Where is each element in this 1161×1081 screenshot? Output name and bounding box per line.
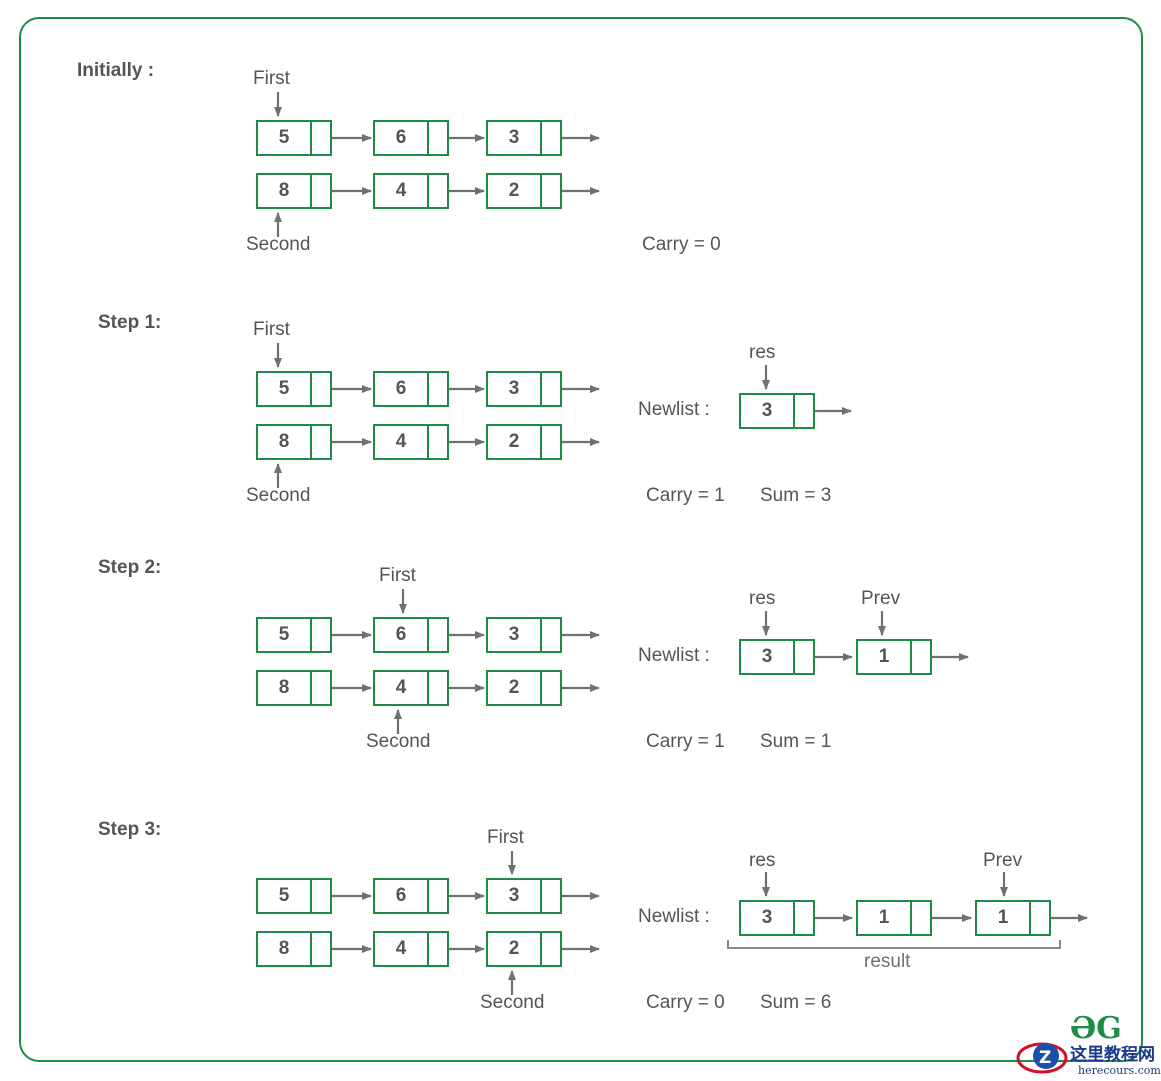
newlist-node: 1: [975, 900, 1051, 936]
section-label-step3: Step 3:: [98, 819, 162, 840]
gfg-logo: ƏG: [1070, 1011, 1122, 1046]
watermark-text-cn: 这里教程网: [1070, 1044, 1155, 1065]
list1-node: 6: [373, 371, 449, 407]
list1-node: 5: [256, 878, 332, 914]
list2-node: 4: [373, 424, 449, 460]
list2-node: 8: [256, 931, 332, 967]
sum-status: Sum = 6: [760, 992, 832, 1013]
first-pointer-label: First: [379, 565, 416, 586]
first-pointer-label: First: [253, 68, 290, 89]
res-pointer-label: res: [749, 588, 776, 609]
list1-node: 5: [256, 371, 332, 407]
list2-node: 2: [486, 670, 562, 706]
newlist-node: 3: [739, 639, 815, 675]
watermark-text-en: herecours.com: [1078, 1064, 1161, 1077]
res-pointer-label: res: [749, 850, 776, 871]
result-bracket: [727, 940, 1061, 949]
list1-node: 6: [373, 617, 449, 653]
list2-node: 4: [373, 931, 449, 967]
list1-node: 5: [256, 120, 332, 156]
first-pointer-label: First: [487, 827, 524, 848]
newlist-node: 1: [856, 639, 932, 675]
list1-node: 3: [486, 617, 562, 653]
res-pointer-label: res: [749, 342, 776, 363]
section-label-step1: Step 1:: [98, 312, 162, 333]
prev-pointer-label: Prev: [861, 588, 901, 609]
carry-status: Carry = 0: [642, 234, 721, 255]
list2-node: 8: [256, 670, 332, 706]
newlist-node: 3: [739, 900, 815, 936]
list1-node: 3: [486, 878, 562, 914]
carry-status: Carry = 1: [646, 485, 725, 506]
prev-pointer-label: Prev: [983, 850, 1023, 871]
second-pointer-label: Second: [480, 992, 545, 1013]
second-pointer-label: Second: [366, 731, 431, 752]
watermark-logo: ƏG Z 这里教程网 herecours.com: [1016, 1011, 1161, 1077]
newlist-label: Newlist :: [638, 645, 710, 666]
newlist-node: 3: [739, 393, 815, 429]
result-label: result: [864, 951, 911, 972]
carry-status: Carry = 0: [646, 992, 725, 1013]
second-pointer-label: Second: [246, 234, 311, 255]
sum-status: Sum = 3: [760, 485, 832, 506]
newlist-label: Newlist :: [638, 399, 710, 420]
list2-node: 2: [486, 931, 562, 967]
list1-node: 5: [256, 617, 332, 653]
diagram-frame: [19, 17, 1143, 1062]
newlist-node: 1: [856, 900, 932, 936]
newlist-label: Newlist :: [638, 906, 710, 927]
list1-node: 3: [486, 120, 562, 156]
section-label-step2: Step 2:: [98, 557, 162, 578]
first-pointer-label: First: [253, 319, 290, 340]
list2-node: 4: [373, 670, 449, 706]
list1-node: 6: [373, 120, 449, 156]
second-pointer-label: Second: [246, 485, 311, 506]
list2-node: 8: [256, 424, 332, 460]
list2-node: 4: [373, 173, 449, 209]
svg-text:Z: Z: [1039, 1048, 1051, 1068]
sum-status: Sum = 1: [760, 731, 832, 752]
list1-node: 3: [486, 371, 562, 407]
list1-node: 6: [373, 878, 449, 914]
list2-node: 2: [486, 173, 562, 209]
list2-node: 2: [486, 424, 562, 460]
carry-status: Carry = 1: [646, 731, 725, 752]
section-label-initially: Initially :: [77, 60, 155, 81]
list2-node: 8: [256, 173, 332, 209]
